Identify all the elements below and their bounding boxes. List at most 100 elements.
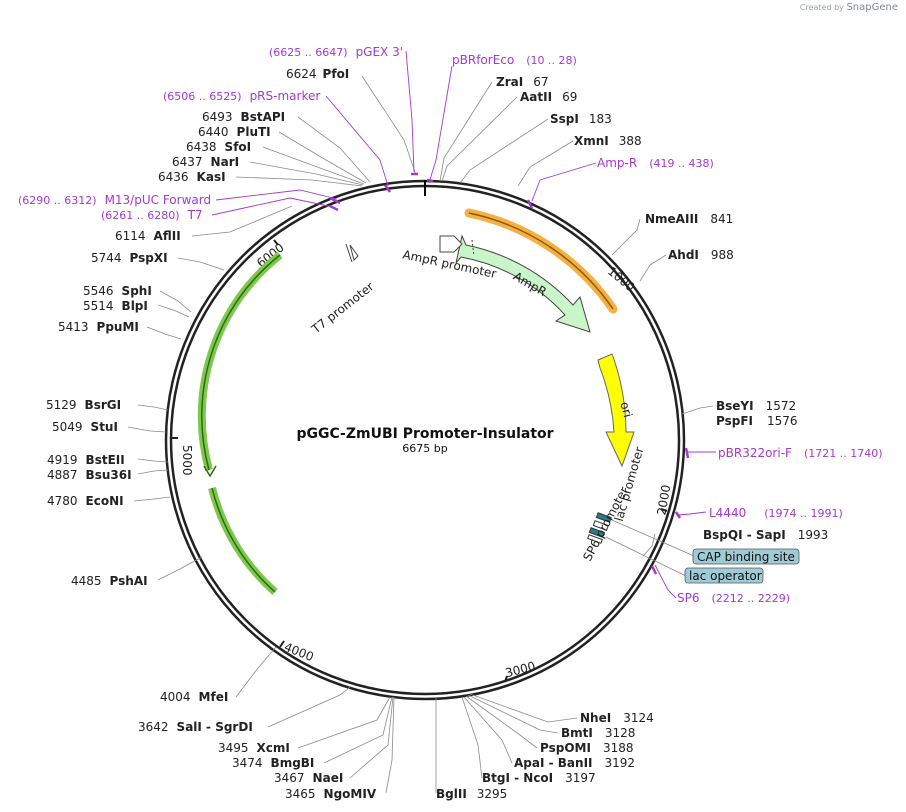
primer-l4440-range: (1974 .. 1991) xyxy=(764,507,843,520)
tick-6000-mark xyxy=(273,239,279,246)
m13-leader xyxy=(215,189,338,201)
site-bstapi-pos: 6493 xyxy=(202,110,233,124)
site-blpi-name: BlpI xyxy=(122,299,148,313)
primer-m13-range: (6290 .. 6312) xyxy=(18,194,97,207)
lac-promoter-mark xyxy=(592,520,609,531)
primer-pbr322ori-range: (1721 .. 1740) xyxy=(804,447,883,460)
green-arc-2-line xyxy=(211,487,276,593)
site-bglii-name: BglII xyxy=(436,787,467,801)
site-bstapi: 6493 BstAPI xyxy=(202,110,285,124)
ppumi-leader xyxy=(146,326,182,340)
site-bsteii-name: BstEII xyxy=(86,453,125,467)
site-pshai-name: PshAI xyxy=(110,574,148,588)
cap-site-leader xyxy=(611,519,695,557)
site-stui-pos: 5049 xyxy=(52,420,83,434)
site-bsrgi-name: BsrGI xyxy=(85,398,122,412)
site-bspqi-name: BspQI - SapI xyxy=(703,528,786,542)
site-bspqi: BspQI - SapI 1993 xyxy=(703,528,828,542)
stui-leader xyxy=(127,426,167,433)
bsu36i-leader xyxy=(137,469,169,475)
site-mfei-pos: 4004 xyxy=(160,690,191,704)
site-pfoi: 6624 PfoI xyxy=(286,67,349,81)
site-econi-pos: 4780 xyxy=(47,494,78,508)
pgex3-leader xyxy=(405,50,415,173)
site-pspfi-pos: 1576 xyxy=(767,414,798,428)
site-aflii-pos: 6114 xyxy=(115,229,146,243)
site-bspqi-pos: 1993 xyxy=(798,528,829,542)
site-ahdi-pos: 988 xyxy=(711,248,734,262)
site-pfoi-pos: 6624 xyxy=(286,67,317,81)
site-pspfi-name: PspFI xyxy=(716,414,753,428)
green-arc-2 xyxy=(208,487,278,595)
tick-4000-mark xyxy=(279,640,285,648)
tick-1000: 1000 xyxy=(605,264,637,294)
primer-pgex3-name: pGEX 3' xyxy=(356,45,403,59)
t7-primer-leader xyxy=(211,197,334,216)
primer-amp-r-range: (419 .. 438) xyxy=(649,157,714,170)
site-sphi-name: SphI xyxy=(122,284,152,298)
tick-1000-mark xyxy=(620,276,626,284)
primer-pgex3-range: (6625 .. 6647) xyxy=(269,46,348,59)
site-nhei-name: NheI xyxy=(580,711,611,725)
site-sfoi-pos: 6438 xyxy=(186,140,217,154)
nhei-leader xyxy=(469,693,578,723)
site-pluti-name: PluTI xyxy=(237,125,271,139)
site-bmti-name: BmtI xyxy=(561,726,593,740)
primer-prs-marker: (6506 .. 6525)pRS-marker xyxy=(163,89,320,103)
site-bsrgi-pos: 5129 xyxy=(46,398,77,412)
ampr-split-mark xyxy=(471,239,475,257)
primer-l4440: L4440 (1974 .. 1991) xyxy=(709,506,843,520)
site-bmgbi-name: BmgBI xyxy=(271,756,315,770)
lac-operator-label: lac operator xyxy=(689,569,762,583)
site-xmni-pos: 388 xyxy=(619,134,642,148)
ngomiv-leader xyxy=(385,696,395,794)
green-arc-1 xyxy=(197,251,283,472)
prs-marker-leader xyxy=(325,95,389,187)
site-aatii-pos: 69 xyxy=(562,90,577,104)
site-pspomi: PspOMI 3188 xyxy=(540,741,633,755)
primer-l4440-name: L4440 xyxy=(709,506,746,520)
lac-operator-box xyxy=(684,567,764,584)
primer-t7-range: (6261 .. 6280) xyxy=(101,209,180,222)
site-btgi-name: BtgI - NcoI xyxy=(482,771,553,785)
tick-5000: 5000 xyxy=(180,445,194,476)
site-bstapi-name: BstAPI xyxy=(241,110,286,124)
sspi-leader xyxy=(459,118,549,184)
l4440-leader xyxy=(677,511,707,516)
econi-leader xyxy=(133,496,171,502)
xmni-leader xyxy=(517,140,574,187)
xcmi-leader xyxy=(297,696,391,749)
cap-binding-site-box xyxy=(692,548,800,565)
site-mfei: 4004 MfeI xyxy=(160,690,228,704)
site-pfoi-name: PfoI xyxy=(323,67,350,81)
site-apai-pos: 3192 xyxy=(605,756,636,770)
site-mfei-name: MfeI xyxy=(199,690,229,704)
site-bsu36i-name: Bsu36I xyxy=(86,468,132,482)
site-pspomi-name: PspOMI xyxy=(540,741,591,755)
lac-operator-leader xyxy=(605,536,687,577)
tick-3000-mark xyxy=(504,675,508,683)
primer-pbr322ori-f: pBR322ori-F(1721 .. 1740) xyxy=(718,446,883,460)
mfei-leader xyxy=(235,646,277,698)
bspqi-leader xyxy=(642,533,656,557)
site-pspomi-pos: 3188 xyxy=(603,741,634,755)
pbrforeco-mark xyxy=(426,178,434,183)
pspomi-leader xyxy=(465,695,538,749)
site-ahdi-name: AhdI xyxy=(668,248,699,262)
site-xcmi-name: XcmI xyxy=(257,741,290,755)
sali-leader xyxy=(267,686,351,728)
primer-pbrforeco-name: pBRforEco xyxy=(452,53,514,67)
site-ahdi: AhdI 988 xyxy=(668,248,734,262)
btgi-leader xyxy=(461,696,483,779)
site-blpi-pos: 5514 xyxy=(83,299,114,313)
site-ppumi-pos: 5413 xyxy=(58,320,89,334)
